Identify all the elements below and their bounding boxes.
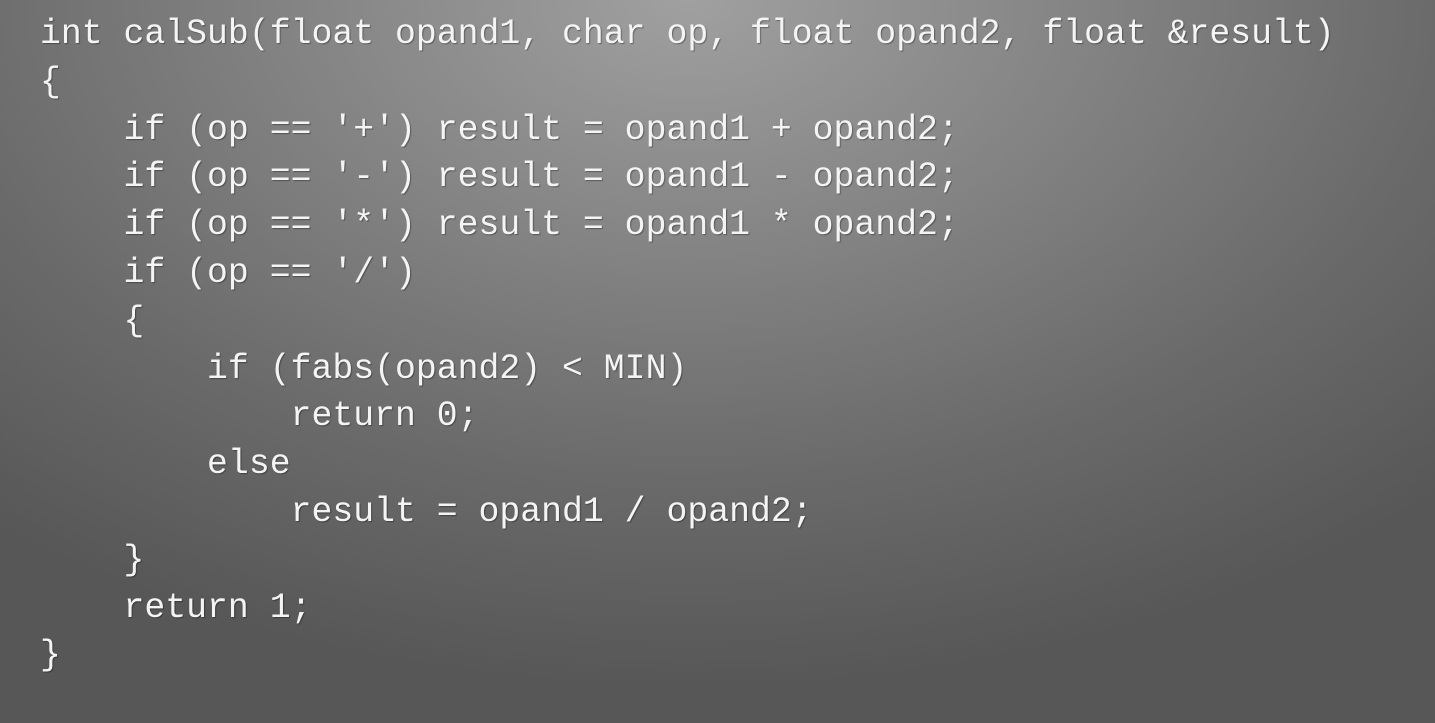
code-line: if (fabs(opand2) < MIN) bbox=[40, 349, 688, 389]
code-line: if (op == '-') result = opand1 - opand2; bbox=[40, 158, 959, 198]
code-line: if (op == '/') bbox=[40, 253, 416, 293]
code-line: int calSub(float opand1, char op, float … bbox=[40, 15, 1335, 54]
code-line: else bbox=[40, 445, 291, 485]
code-line: { bbox=[40, 62, 61, 102]
code-line: return 1; bbox=[40, 588, 312, 628]
code-line: return 0; bbox=[40, 397, 479, 437]
code-line: } bbox=[40, 636, 61, 676]
code-line: { bbox=[40, 301, 145, 341]
code-line: if (op == '+') result = opand1 + opand2; bbox=[40, 110, 959, 150]
code-line: if (op == '*') result = opand1 * opand2; bbox=[40, 206, 959, 246]
code-line: } bbox=[40, 540, 145, 580]
code-block: int calSub(float opand1, char op, float … bbox=[40, 11, 1335, 680]
code-line: result = opand1 / opand2; bbox=[40, 492, 813, 532]
